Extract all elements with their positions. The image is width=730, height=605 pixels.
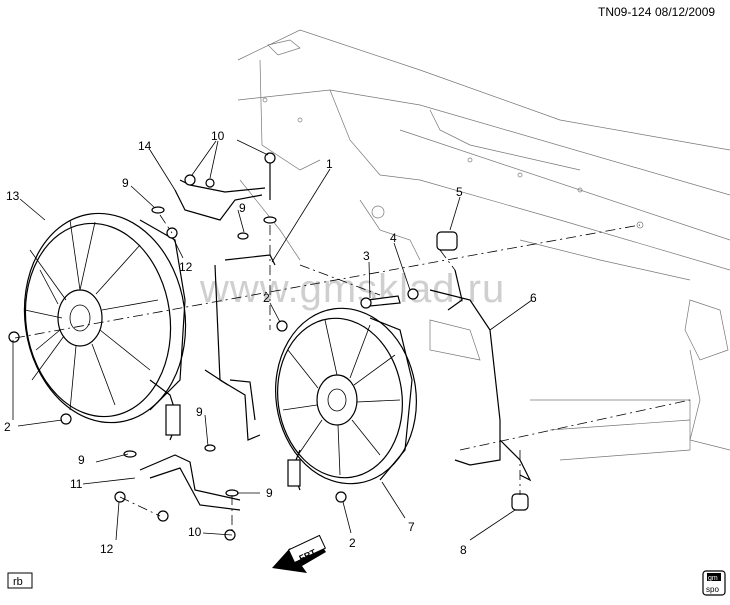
- left-fan-assembly: [23, 212, 187, 441]
- callout-2-left: 2: [4, 420, 11, 434]
- gm-spo-logo: gm spo: [702, 570, 726, 596]
- callout-13: 13: [6, 189, 20, 203]
- callout-11: 11: [70, 477, 83, 491]
- callout-9-lower: 9: [266, 486, 273, 500]
- callout-9-middle: 9: [196, 405, 203, 419]
- callout-10-upper: 10: [211, 129, 225, 143]
- watermark: www.gmsklad.ru: [199, 267, 505, 311]
- diagram-date: 08/12/2009: [655, 5, 715, 19]
- gm-logo-text: gm: [708, 575, 718, 582]
- radiator-support-frame: [237, 29, 730, 461]
- callouts: 13 14 9 10 9 12 1 3 4 5 6 2 2 9 9 11 9 1…: [4, 129, 537, 557]
- callout-7: 7: [408, 520, 415, 534]
- callout-5: 5: [456, 185, 463, 199]
- callout-10-lower: 10: [188, 525, 202, 539]
- callout-9-left: 9: [78, 453, 85, 467]
- callout-2-center: 2: [263, 291, 270, 305]
- leader-lines: [12, 139, 533, 541]
- fasteners: [8, 152, 529, 511]
- callout-9-upper: 9: [239, 201, 246, 215]
- callout-9-upper-left: 9: [122, 176, 129, 190]
- right-fan-assembly: [275, 307, 417, 491]
- callout-8: 8: [460, 543, 467, 557]
- rb-label: rb: [13, 576, 23, 588]
- diagram-code: TN09-124: [598, 5, 652, 19]
- forward-arrow: FRT: [272, 534, 327, 573]
- callout-12-upper: 12: [179, 260, 193, 274]
- callout-2-lower: 2: [349, 536, 356, 550]
- callout-4: 4: [390, 231, 397, 245]
- spo-logo-text: spo: [706, 585, 719, 594]
- alignment-lines: [14, 214, 691, 535]
- rb-badge: rb: [7, 572, 33, 589]
- fan-shroud: [429, 269, 532, 482]
- callout-6: 6: [530, 291, 537, 305]
- callout-14: 14: [138, 139, 152, 153]
- upper-bracket: [174, 174, 266, 221]
- callout-3: 3: [363, 249, 370, 263]
- callout-12-lower: 12: [100, 542, 114, 556]
- callout-1: 1: [326, 157, 333, 171]
